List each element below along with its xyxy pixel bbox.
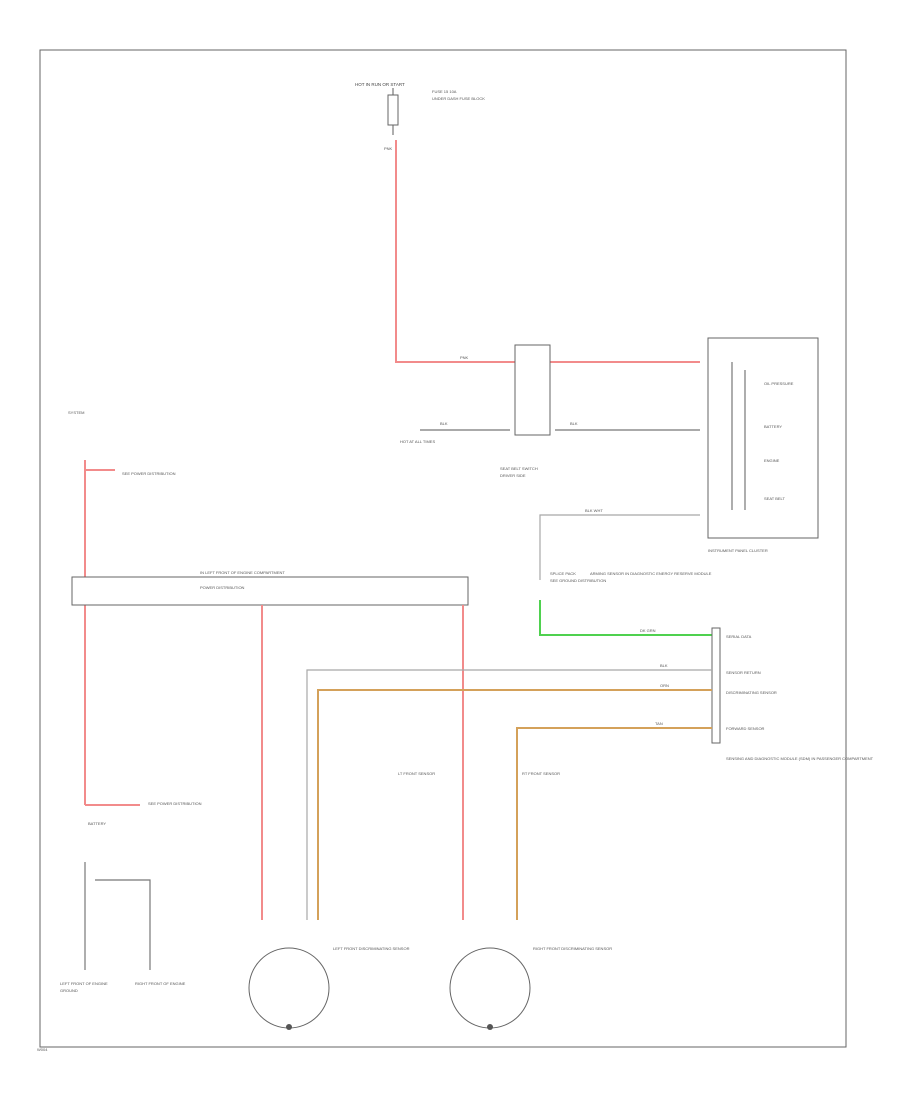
wire-code-front-sensor: DK GRN (640, 628, 656, 633)
sdm-connector (711, 627, 721, 744)
ground-b-label: RIGHT FRONT OF ENGINE (135, 981, 186, 986)
wire-code-signal-a: ORN (660, 683, 669, 688)
power-dist-note-top: SEE POWER DISTRIBUTION (122, 471, 176, 476)
top-fuse-symbol (387, 94, 399, 126)
top-wire-code: PNK (384, 146, 393, 151)
seatbelt-switch-note: DRIVER SIDE (500, 473, 526, 478)
footer-code: W004 (37, 1047, 48, 1052)
top-source-label: HOT IN RUN OR START (355, 82, 405, 87)
right-sensor-mid-label: RT FRONT SENSOR (522, 771, 560, 776)
instrument-cluster-label: INSTRUMENT PANEL CLUSTER (708, 548, 768, 553)
connector-label-return: SENSOR RETURN (726, 670, 761, 675)
arming-note: ARMING SENSOR IN DIAGNOSTIC ENERGY RESER… (590, 571, 712, 576)
harness-bar (71, 576, 469, 606)
cluster-item-engine: ENGINE (764, 458, 780, 463)
splice-note: SEE GROUND DISTRIBUTION (550, 578, 606, 583)
left-front-sensor (248, 947, 330, 1029)
left-sensor-mid-label: LT FRONT SENSOR (398, 771, 435, 776)
left-sensor-mount (286, 1024, 292, 1030)
right-sensor-mount (487, 1024, 493, 1030)
battery-label: BATTERY (88, 821, 106, 826)
serial-data-wire (539, 600, 712, 636)
connector-label-disc: DISCRIMINATING SENSOR (726, 690, 777, 695)
wire-code-seatbelt-out: BLK (570, 421, 578, 426)
left-sensor-label: LEFT FRONT DISCRIMINATING SENSOR (333, 946, 410, 951)
right-block-note: SENSING AND DIAGNOSTIC MODULE (SDM) IN P… (726, 756, 874, 761)
ground-a-label: LEFT FRONT OF ENGINE (60, 981, 108, 986)
wire-code-run-feed: PNK (460, 355, 469, 360)
harness-label: IN LEFT FRONT OF ENGINE COMPARTMENT (200, 570, 285, 575)
disc-signal-wire (317, 689, 712, 920)
instrument-panel-cluster (707, 337, 819, 539)
connector-label-serial: SERIAL DATA (726, 634, 752, 639)
splice-label: SPLICE PACK (550, 571, 576, 576)
right-sensor-label: RIGHT FRONT DISCRIMINATING SENSOR (533, 946, 612, 951)
left-feed-label: HOT AT ALL TIMES (400, 439, 435, 444)
right-front-sensor (449, 947, 531, 1029)
seatbelt-switch (514, 344, 551, 436)
run-feed-wire (395, 140, 700, 363)
forward-signal-wire (516, 727, 712, 920)
sensor-return-wire (306, 669, 712, 920)
seatbelt-switch-label: SEAT BELT SWITCH (500, 466, 538, 471)
cluster-item-seatbelt: SEAT BELT (764, 496, 785, 501)
ground-label: GROUND (60, 988, 78, 993)
power-dist-label: POWER DISTRIBUTION (200, 585, 245, 590)
wire-code-low-ref: BLK (660, 663, 668, 668)
wire-code-seatbelt-feed: BLK (440, 421, 448, 426)
top-fuse-label: FUSE 15 10A (432, 89, 457, 94)
cluster-item-oil: OIL PRESSURE (764, 381, 794, 386)
power-dist-note-bottom: SEE POWER DISTRIBUTION (148, 801, 202, 806)
ground-strap-b (95, 879, 151, 970)
diagram-frame (39, 49, 847, 1048)
wire-code-signal-b: TAN (655, 721, 663, 726)
system-label: SYSTEM (68, 410, 84, 415)
top-fuse-note: UNDER DASH FUSE BLOCK (432, 96, 485, 101)
wire-code-sensor-return: BLK WHT (585, 508, 603, 513)
ground-return-wire (539, 514, 700, 580)
connector-label-forward: FORWARD SENSOR (726, 726, 765, 731)
cluster-item-battery: BATTERY (764, 424, 782, 429)
